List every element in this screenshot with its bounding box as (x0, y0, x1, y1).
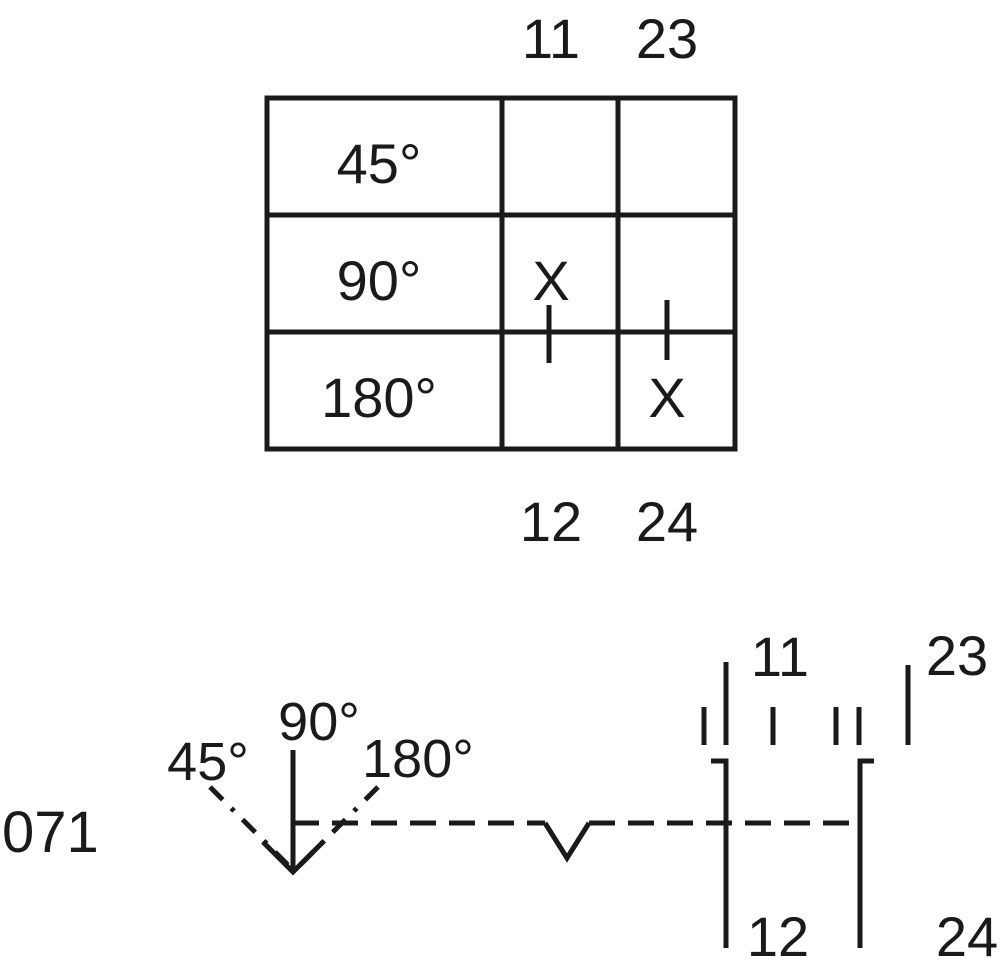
row-label-angle: 180° (321, 366, 437, 429)
row-label-angle: 45° (337, 132, 422, 195)
position-label-45: 45° (167, 732, 249, 792)
column-label-top: 23 (636, 7, 698, 70)
column-label-bottom: 12 (520, 490, 582, 553)
switch-schematic: 071 45° 90° 180° 11 12 23 24 (2, 624, 998, 968)
column-label-top: 11 (522, 7, 580, 70)
row-label-angle: 90° (337, 249, 422, 312)
contact-label-12: 12 (747, 905, 809, 968)
contact-label-11: 11 (751, 625, 809, 688)
column-label-bottom: 24 (636, 490, 698, 553)
switching-table: 11 23 12 24 45° 90° 180° X X (264, 7, 738, 553)
contact-blade-11-12 (711, 758, 729, 948)
detent-symbol (542, 821, 592, 863)
position-label-180: 180° (362, 729, 474, 789)
position-line-180 (293, 785, 380, 872)
cell-mark: X (532, 249, 569, 312)
contact-label-24: 24 (936, 905, 998, 968)
contact-blade-23-24 (857, 758, 874, 948)
device-code: 071 (2, 800, 99, 865)
actuator-arrowhead (261, 840, 325, 876)
position-line-45 (208, 785, 295, 872)
contact-label-23: 23 (926, 624, 988, 687)
position-label-90: 90° (278, 692, 360, 752)
cell-mark: X (648, 366, 685, 429)
